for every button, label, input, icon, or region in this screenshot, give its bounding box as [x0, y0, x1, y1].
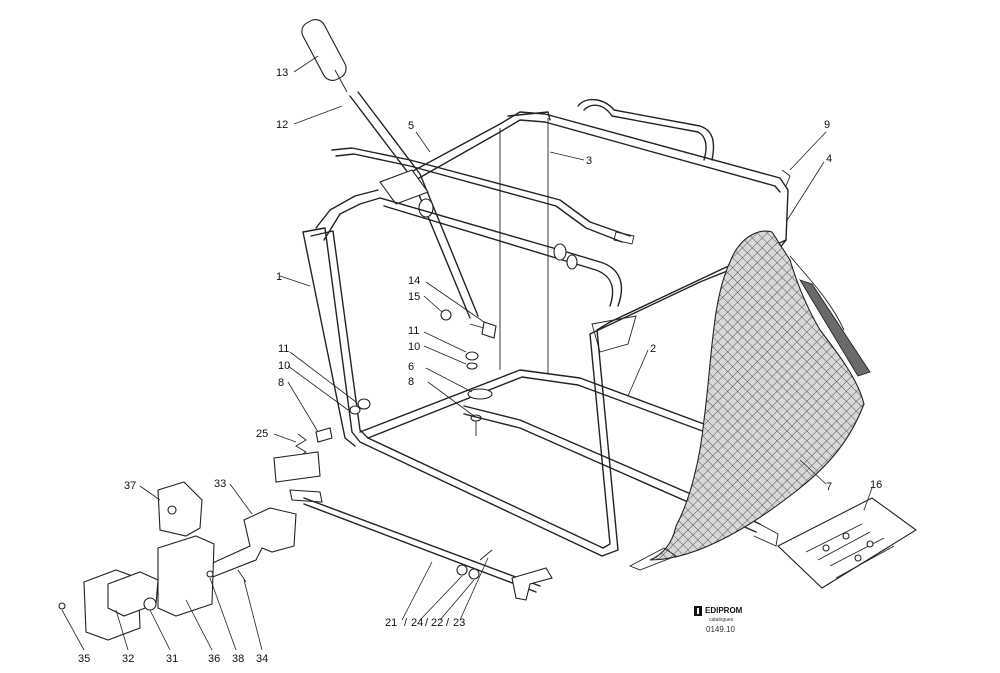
latch-parts — [58, 481, 297, 641]
callout-22: 22 — [431, 617, 443, 629]
leader-lines — [61, 55, 873, 651]
callout-24: 24 — [411, 617, 423, 629]
bottom-bar — [463, 405, 779, 547]
callout-2: 2 — [650, 343, 656, 355]
grass-bag — [628, 230, 871, 571]
callout-8-right: 8 — [408, 376, 414, 388]
callout-8-left: 8 — [278, 377, 284, 389]
callout-5: 5 — [408, 120, 414, 132]
callout-37: 37 — [124, 480, 136, 492]
lower-rod — [303, 497, 553, 601]
rear-frame — [315, 99, 789, 374]
callout-11-left: 11 — [278, 343, 289, 355]
figure-code: 0149.10 — [706, 625, 735, 634]
callout-4: 4 — [826, 153, 832, 165]
publisher-logo: EDIPROM catalogues — [694, 606, 743, 623]
callout-7: 7 — [826, 481, 832, 493]
logo-brand: EDIPROM — [705, 606, 743, 615]
callout-13: 13 — [276, 67, 288, 79]
callout-15: 15 — [408, 291, 420, 303]
callout-21: 21 — [385, 617, 397, 629]
callout-12: 12 — [276, 119, 288, 131]
cross-bracket — [331, 147, 635, 245]
callout-10-left: 10 — [278, 360, 290, 372]
callout-36: 36 — [208, 653, 220, 665]
callout-35: 35 — [78, 653, 90, 665]
logo-subtitle: catalogues — [709, 617, 734, 623]
callout-25: 25 — [256, 428, 268, 440]
callout-14: 14 — [408, 275, 420, 287]
callout-34: 34 — [256, 653, 268, 665]
hardware-kit — [777, 497, 917, 589]
callout-1: 1 — [276, 271, 282, 283]
callout-separator: / — [425, 617, 429, 629]
callout-32: 32 — [122, 653, 134, 665]
callout-16: 16 — [870, 479, 882, 491]
hardware — [315, 169, 791, 443]
callout-labels: 13 12 5 3 9 4 1 14 15 11 10 6 8 11 10 8 … — [78, 67, 882, 665]
main-frame — [302, 227, 721, 557]
lever-assembly — [301, 19, 623, 319]
callout-33: 33 — [214, 478, 226, 490]
callout-10-right: 10 — [408, 341, 420, 353]
callout-6: 6 — [408, 361, 414, 373]
callout-separator: / — [446, 617, 450, 629]
callout-31: 31 — [166, 653, 178, 665]
callout-23: 23 — [453, 617, 465, 629]
latch-bracket — [273, 433, 323, 503]
callout-separator: / — [404, 617, 408, 629]
callout-3: 3 — [586, 155, 592, 167]
callout-9: 9 — [824, 119, 830, 131]
callout-11-right: 11 — [408, 325, 419, 337]
callout-38: 38 — [232, 653, 244, 665]
